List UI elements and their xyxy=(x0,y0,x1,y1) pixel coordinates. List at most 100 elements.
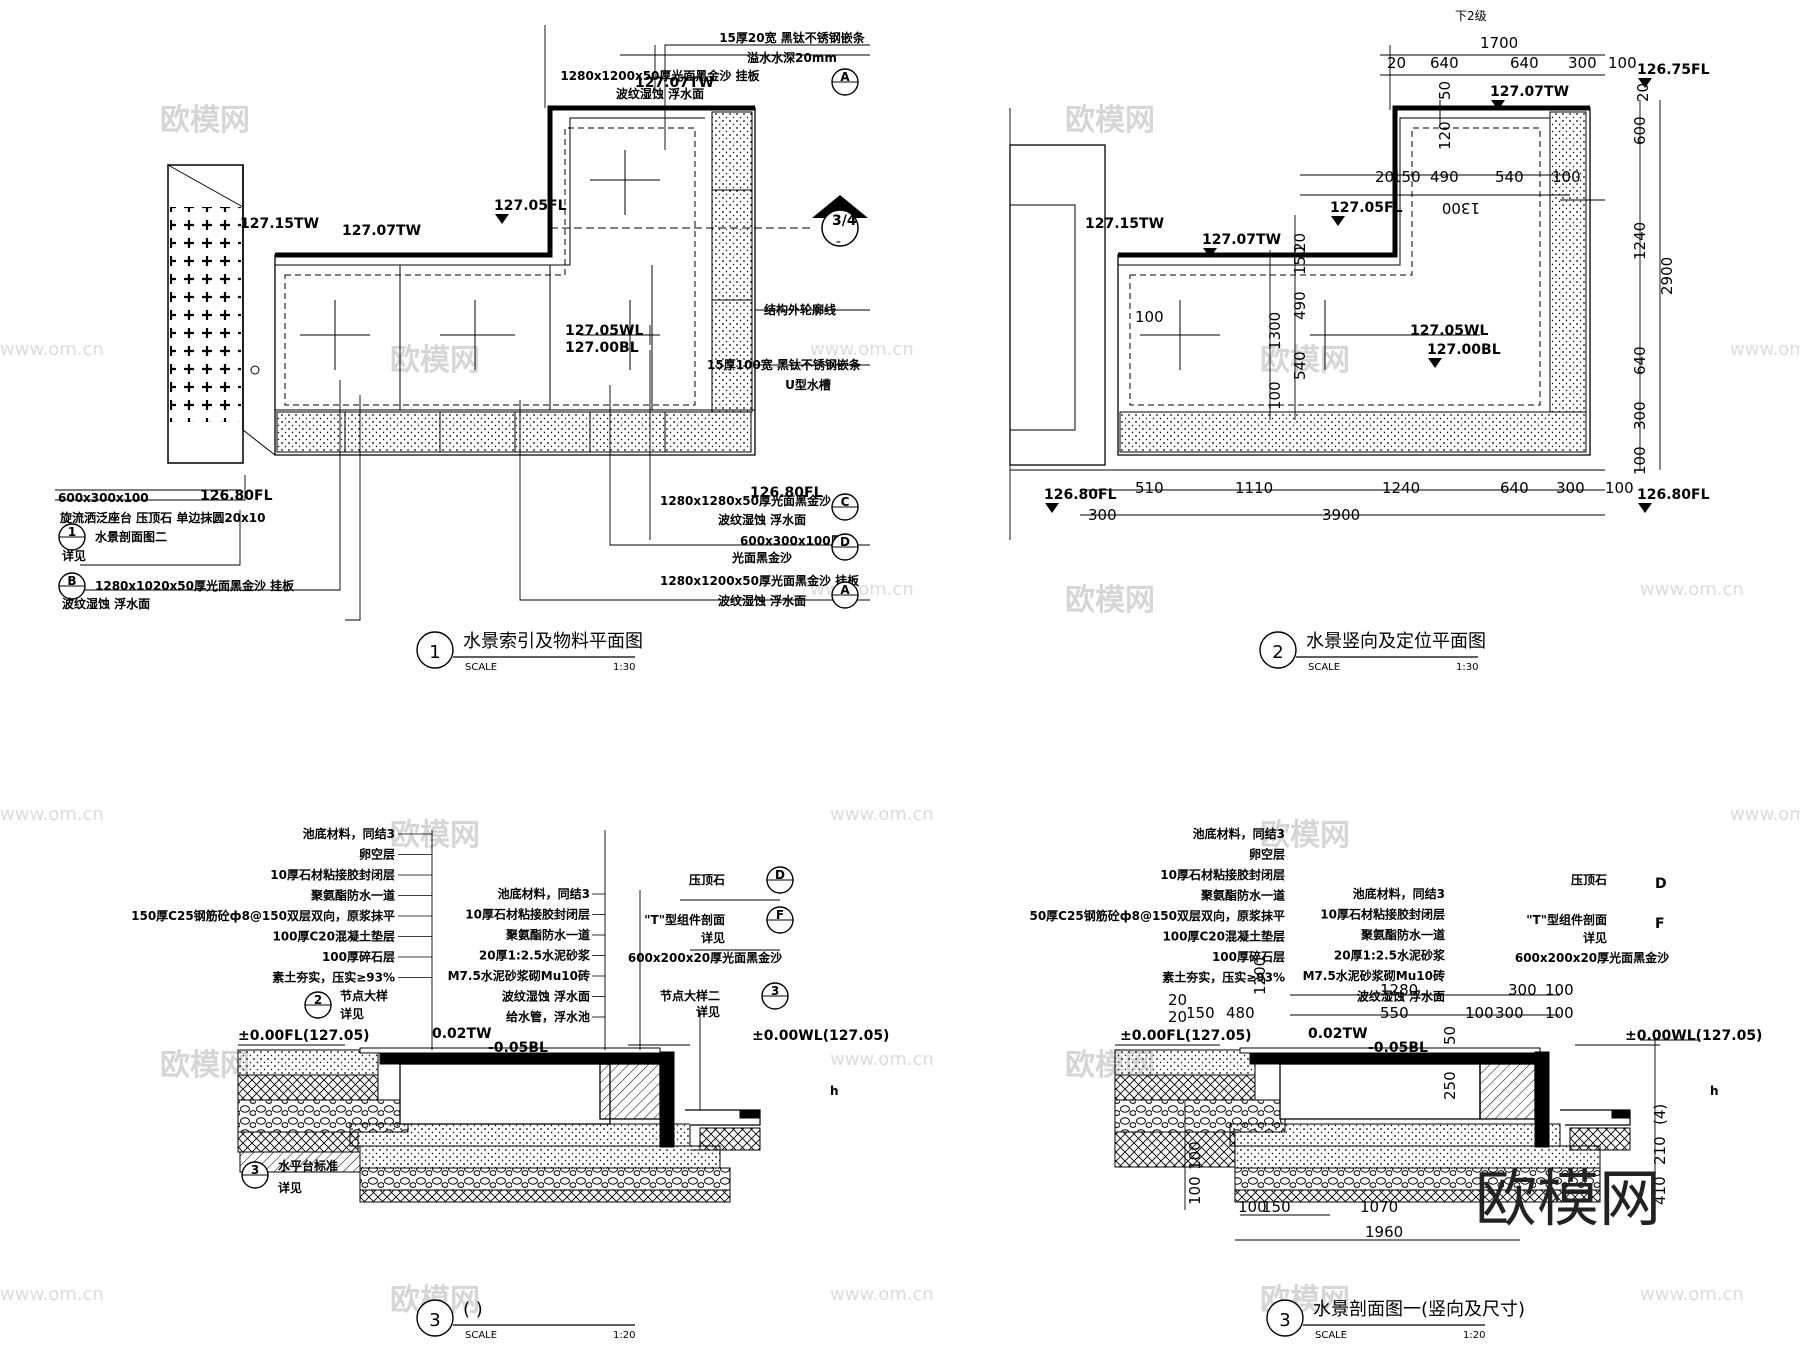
section4-vert-dim: (4) xyxy=(1651,1104,1669,1125)
watermark-logo: 欧模网 xyxy=(1260,818,1350,853)
section4-layer: 10厚石材粘接胶封闭层 xyxy=(1160,867,1285,882)
plan2-mid-dim: 150 xyxy=(1392,168,1421,186)
plan1-left-note: 水景剖面图二 xyxy=(95,529,167,544)
watermark-url: www.om.cn xyxy=(0,804,104,825)
scale-label: SCALE xyxy=(1315,1330,1347,1341)
title-number-circle xyxy=(416,1299,454,1337)
watermark-logo: 欧模网 xyxy=(1065,103,1155,138)
plan2-level-fl2-triangle xyxy=(1638,78,1652,88)
section3-callout-tag: F xyxy=(776,908,784,922)
plan2-top-dim: 640 xyxy=(1510,54,1539,72)
plan2-vert-dim: 490 xyxy=(1291,291,1309,320)
section3-callout-tag: D xyxy=(775,868,785,882)
plan2-top-label: 下2级 xyxy=(1455,9,1487,23)
watermark-url: www.om.cn xyxy=(1730,339,1800,360)
plan2-bottom-dim: 1240 xyxy=(1382,479,1420,497)
section3-node-bottom-tag: 3 xyxy=(251,1163,259,1177)
plan2-level-tw2-triangle xyxy=(1491,100,1505,110)
plan2-level-fl: 127.05FL xyxy=(1330,200,1403,216)
section4-tag: D xyxy=(1655,876,1667,892)
watermark-url: www.om.cn xyxy=(0,1284,104,1305)
scale-label: SCALE xyxy=(465,662,497,673)
section3-right-note: 详见 xyxy=(696,1004,720,1019)
section4-top-dim: 480 xyxy=(1226,1004,1255,1022)
plan2-left-dim: 100 xyxy=(1135,308,1164,326)
plan2-vert-dim: 540 xyxy=(1291,351,1309,380)
plan1-left-note: 1280x1020x50厚光面黑金沙 挂板 xyxy=(95,578,295,593)
drawing-title: 水景竖向及定位平面图 xyxy=(1306,631,1486,652)
plan-1 xyxy=(55,25,870,621)
watermark-logo: 欧模网 xyxy=(160,103,250,138)
plan1-left-note: 600x300x100 xyxy=(58,491,149,505)
watermark-logo: 欧模网 xyxy=(390,818,480,853)
section4-layer: 100厚C20混凝土垫层 xyxy=(1162,929,1285,944)
plan2-bottom-dim: 1110 xyxy=(1235,479,1273,497)
plan2-top-dim: 300 xyxy=(1568,54,1597,72)
plan1-left-callout-tag: 1 xyxy=(68,525,76,539)
section3-level: ±0.00FL(127.05) xyxy=(238,1028,370,1044)
plan2-level: 127.15TW xyxy=(1085,216,1164,232)
plan2-top-dim: 20 xyxy=(1387,54,1406,72)
section4-bottom-dim: 150 xyxy=(1262,1198,1291,1216)
section3-mid-layer: 20厚1:2.5水泥砂浆 xyxy=(479,948,591,963)
plan1-note: 波纹湿蚀 浮水面 xyxy=(718,593,806,608)
watermark-logo: 欧模网 xyxy=(390,343,480,378)
section4-level: ±0.00FL(127.05) xyxy=(1120,1028,1252,1044)
title-number: 3 xyxy=(1279,1310,1290,1331)
section3-layer: 卵空层 xyxy=(359,847,395,862)
plan2-vert-dim: 150 xyxy=(1291,246,1309,275)
section3-mid-layer: 10厚石材粘接胶封闭层 xyxy=(465,907,590,922)
plan-1-section-symbol xyxy=(812,195,868,247)
watermark-url: www.om.cn xyxy=(830,804,934,825)
title-number: 1 xyxy=(429,642,440,663)
section3-layer: 150厚C25钢筋砼ф8@150双层双向，原浆抹平 xyxy=(131,908,395,923)
section4-vert-dim: 210 xyxy=(1651,1136,1669,1165)
section3-mid-layer: 波纹湿蚀 浮水面 xyxy=(502,989,590,1004)
plan2-top-dim: 100 xyxy=(1608,54,1637,72)
section4-mid-layer: 波纹湿蚀 浮水面 xyxy=(1357,989,1445,1004)
section4-mid-layer: 池底材料，同结3 xyxy=(1353,886,1445,901)
plan1-callout-tag: A xyxy=(840,583,850,597)
plan2-level-fl4-triangle xyxy=(1638,503,1652,513)
plan2-mid-dim: 20 xyxy=(1375,168,1394,186)
section-4 xyxy=(1114,994,1700,1241)
plan1-note: 波纹湿蚀 浮水面 xyxy=(718,512,806,527)
section3-node-sub: 详见 xyxy=(340,1006,364,1021)
section-3 xyxy=(237,830,780,1203)
section3-layer: 100厚碎石层 xyxy=(322,949,395,964)
plan2-mid-dim: 490 xyxy=(1430,168,1459,186)
section3-mid-layer: 聚氨酯防水一道 xyxy=(505,927,590,942)
plan2-level-fl3: 126.80FL xyxy=(1044,487,1117,503)
watermark-url: www.om.cn xyxy=(0,339,104,360)
plan2-mid-dim: 540 xyxy=(1495,168,1524,186)
section3-layer: 池底材料，同结3 xyxy=(303,826,395,841)
drawing-title: 水景剖面图一(竖向及尺寸) xyxy=(1313,1299,1525,1320)
plan1-level: 127.05WL xyxy=(565,323,643,339)
plan2-right-dim: 640 xyxy=(1631,346,1649,375)
section3-right-note: 节点大样二 xyxy=(660,988,720,1003)
plan2-top-dim: 640 xyxy=(1430,54,1459,72)
section4-right-top: 300 xyxy=(1508,981,1537,999)
section4-right-note: 压顶石 xyxy=(1571,873,1607,887)
title-number: 2 xyxy=(1272,642,1283,663)
watermark-logo: 欧模网 xyxy=(160,1048,250,1083)
section3-node-label: 节点大样 xyxy=(340,988,388,1003)
title-number-circle xyxy=(416,631,454,669)
plan1-note: 15厚100宽 黑钛不锈钢嵌条 xyxy=(707,357,862,372)
section4-level: 0.02TW xyxy=(1308,1026,1368,1042)
plan2-level-bl-triangle xyxy=(1428,358,1442,368)
plan1-left-note: 详见 xyxy=(62,548,86,563)
section4-mid-layer: 10厚石材粘接胶封闭层 xyxy=(1320,907,1445,922)
watermark-logo: 欧模网 xyxy=(1065,583,1155,618)
scale-value: 1:30 xyxy=(613,662,635,673)
section4-top-dim: 300 xyxy=(1495,1004,1524,1022)
section3-layer: 聚氨酯防水一道 xyxy=(310,888,395,903)
section4-bottom-dim: 100 xyxy=(1238,1198,1267,1216)
section3-level: -0.05BL xyxy=(488,1040,548,1056)
section4-top-dim: 550 xyxy=(1380,1004,1409,1022)
plan1-note: 600x300x100厚 xyxy=(740,534,843,548)
scale-value: 1:20 xyxy=(613,1330,635,1341)
plan1-note: 1280x1280x50厚光面黑金沙 xyxy=(660,493,831,508)
plan2-vert-dim: 20 xyxy=(1291,233,1309,252)
